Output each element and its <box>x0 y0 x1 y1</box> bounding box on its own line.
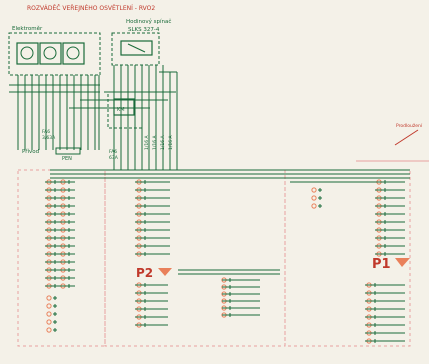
pen-bar <box>55 147 81 155</box>
breaker-label-1: FA6 <box>109 149 117 155</box>
fuse-label-2: 3/63A <box>42 135 56 141</box>
mini-breaker-1: 1/16 A <box>144 134 150 150</box>
hodinovy-spinac-block: Hodinový spínač SLKS 327-4 <box>111 18 171 66</box>
elektromer-block: Elektroměr <box>8 25 101 76</box>
left-lower-node <box>46 303 52 309</box>
left-lower-node <box>46 327 52 333</box>
mini-breakers: 1/16 A 1/16 A 1/16 A 1/16 A <box>144 134 174 150</box>
mini-breaker-2: 1/16 A <box>152 134 158 150</box>
hodinovy-label: Hodinový spínač <box>126 18 171 25</box>
prevod-label: Přívod <box>22 148 39 155</box>
panel-p1-label: P1 <box>372 257 391 272</box>
hodinovy-type-label: SLKS 327-4 <box>128 27 160 33</box>
contactor-block: KM <box>107 91 143 129</box>
right-annotation: Prodloužení <box>396 122 423 129</box>
p1-small-node <box>311 195 317 201</box>
svg-text:KM: KM <box>117 107 125 113</box>
left-lower-node <box>46 295 52 301</box>
mini-breaker-4: 1/16 A <box>168 134 174 150</box>
panel-outlines <box>17 169 411 347</box>
right-arrow-marker <box>394 129 419 146</box>
terminal-groups <box>45 179 405 344</box>
elektromer-label: Elektroměr <box>12 25 43 32</box>
mini-breaker-3: 1/16 A <box>160 134 166 150</box>
p1-small-node <box>311 203 317 209</box>
left-lower-node <box>46 311 52 317</box>
fuse-label-1: FA6 <box>42 129 50 135</box>
panel-p2-label: P2 <box>136 266 153 280</box>
breaker-label-2: 63A <box>109 155 119 161</box>
p1-small-node <box>311 187 317 193</box>
panel-p2-marker <box>158 268 172 276</box>
timer-downlinks <box>69 65 178 170</box>
pen-label: PEN <box>62 156 72 162</box>
panel-p1-marker <box>395 258 410 267</box>
left-lower-node <box>46 319 52 325</box>
busbars <box>50 169 410 275</box>
diagram-title: ROZVÁDĚČ VEŘEJNÉHO OSVĚTLENÍ - RVO2 <box>27 4 155 12</box>
meter-downlinks <box>9 75 100 150</box>
